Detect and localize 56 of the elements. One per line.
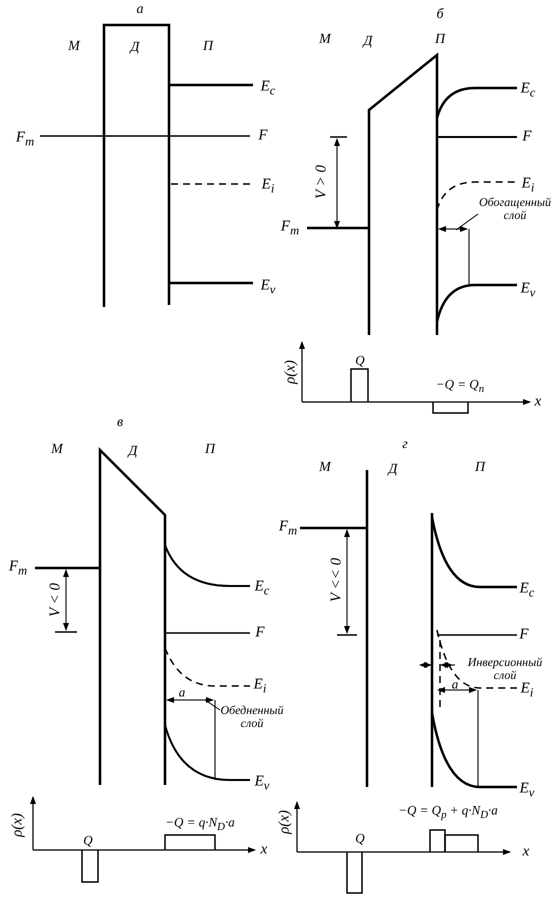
charge-label: −Q = Q$_{n}$ xyxy=(436,377,484,395)
energy-level-label: F$_{m}$ xyxy=(278,519,298,537)
energy-level-label: F xyxy=(522,130,532,144)
region-label: П xyxy=(434,33,446,47)
energy-level-label: E$_{i}$ xyxy=(254,677,266,695)
region-label: Д xyxy=(364,35,372,49)
energy-level-label: F xyxy=(519,628,529,642)
leader-line xyxy=(456,214,478,230)
panel-letter: а xyxy=(136,3,144,17)
region-label: Д xyxy=(128,445,138,459)
axis-label: ρ(x) xyxy=(10,813,26,837)
energy-level-label: E$_{v}$ xyxy=(260,278,276,296)
region-label: М xyxy=(51,443,63,457)
energy-level-label: E$_{c}$ xyxy=(260,79,276,97)
energy-level-label: F$_{m}$ xyxy=(280,219,300,237)
voltage-label: V < 0 xyxy=(48,583,64,617)
region-label: П xyxy=(202,40,214,54)
voltage-label: V > 0 xyxy=(314,165,330,199)
dimension-label: a xyxy=(178,686,186,698)
energy-level-label: E$_{v}$ xyxy=(520,781,534,799)
energy-level-label: E$_{i}$ xyxy=(522,176,534,194)
region-label: М xyxy=(319,33,331,47)
axis-label: x xyxy=(522,844,530,860)
charge-label: Q xyxy=(355,354,365,366)
energy-level-label: F xyxy=(258,128,268,144)
charge-label: Q xyxy=(355,832,365,844)
region-label: М xyxy=(68,40,80,54)
region-label: Д xyxy=(130,41,140,55)
axis-label: x xyxy=(534,394,542,410)
axis-label: x xyxy=(260,842,268,858)
energy-level-label: F xyxy=(255,626,265,640)
region-label: П xyxy=(204,443,216,457)
energy-level-label: E$_{v}$ xyxy=(254,774,270,792)
energy-level-label: E$_{i}$ xyxy=(262,177,274,195)
panel-letter: в xyxy=(116,416,124,430)
energy-level-label: E$_{v}$ xyxy=(520,281,536,299)
charge-label: Q xyxy=(83,834,93,846)
energy-level-label: E$_{i}$ xyxy=(520,681,534,699)
axis-label: ρ(x) xyxy=(278,810,292,834)
panel-letter: б xyxy=(436,8,444,22)
region-label: П xyxy=(474,461,486,475)
region-label: М xyxy=(319,461,331,475)
energy-level-label: F$_{m}$ xyxy=(16,130,34,148)
layer-label: Обогащенный слой xyxy=(478,196,552,222)
layer-label: Обедненный слой xyxy=(220,704,284,730)
charge-label: −Q = Q$_{p}$ + q·N$_{D}$·a xyxy=(398,803,498,821)
energy-level-label: E$_{c}$ xyxy=(254,579,270,597)
panel-letter: г xyxy=(402,438,408,452)
region-label: Д xyxy=(388,463,398,477)
energy-level-label: E$_{c}$ xyxy=(520,81,536,99)
axis-label: ρ(x) xyxy=(284,360,298,384)
charge-label: −Q = q·N$_{D}$·a xyxy=(165,815,235,833)
voltage-label: V << 0 xyxy=(330,558,344,602)
energy-level-label: F$_{m}$ xyxy=(8,559,28,577)
leader-line xyxy=(204,700,220,710)
energy-level-label: E$_{c}$ xyxy=(520,581,534,599)
